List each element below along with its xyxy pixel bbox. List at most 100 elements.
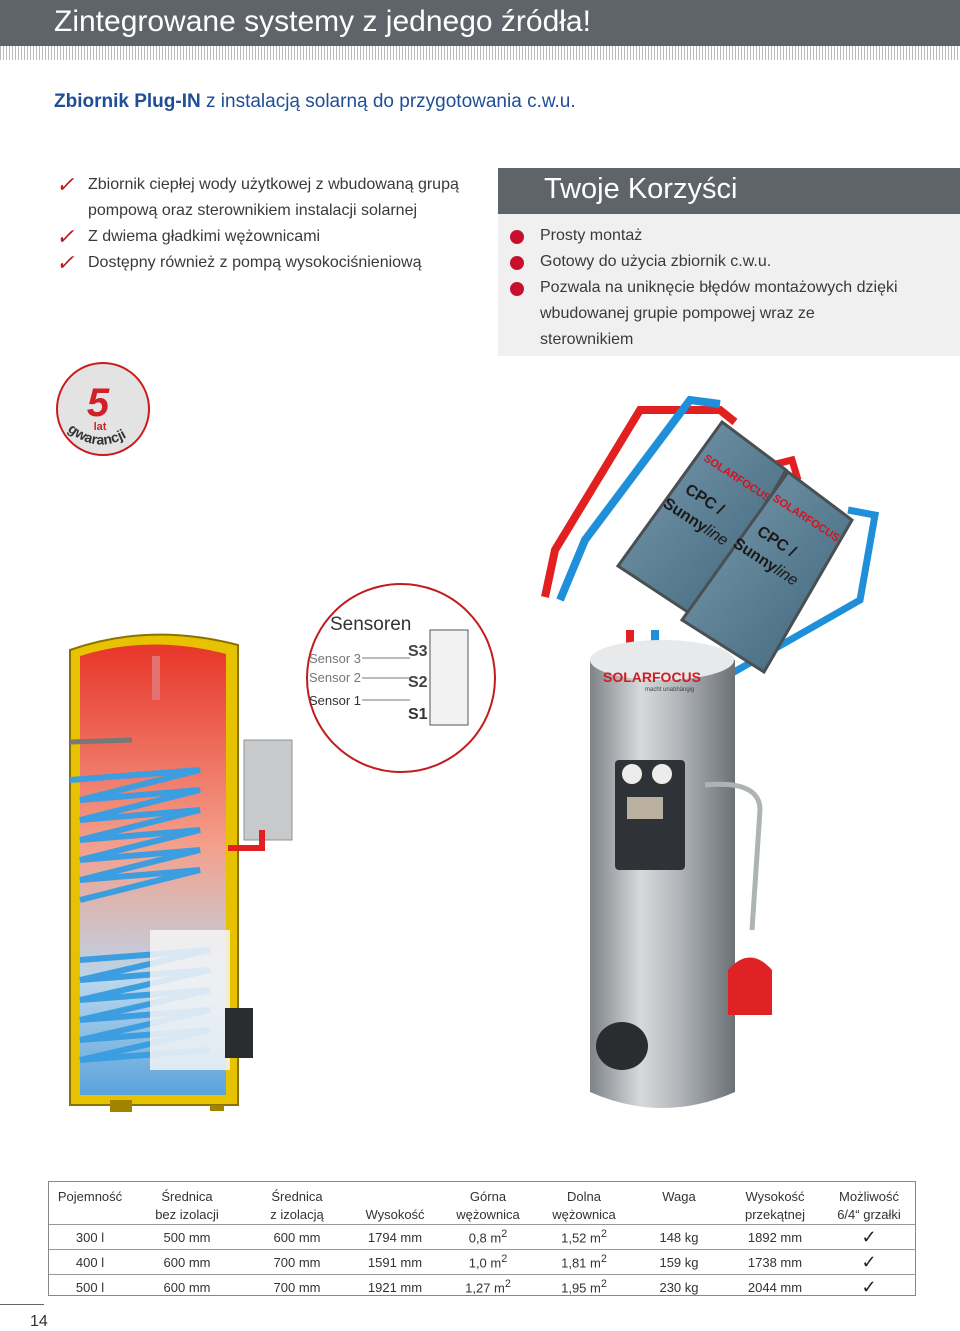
col-header-diameter-insulated: Średnica z izolacją [243, 1182, 351, 1225]
check-icon: ✓ [823, 1249, 915, 1275]
col-header-line: Waga [662, 1189, 696, 1204]
cell-upper-coil: 0,8 m2 [439, 1224, 537, 1250]
area-exponent: 2 [501, 1253, 508, 1266]
feature-text: Zbiornik ciepłej wody użytkowej z wbudow… [88, 176, 459, 219]
tank-brand: SOLARFOCUS [603, 669, 701, 685]
col-header-line: Średnica [161, 1189, 213, 1204]
specs-table: Pojemność Średnica bez izolacji Średnica z… [48, 1181, 916, 1299]
benefit-item: Pozwala na uniknęcie błędów montażowych … [540, 279, 898, 348]
warranty-seal [56, 362, 150, 456]
col-header-upper-coil: Górna wężownica [439, 1182, 537, 1225]
check-icon: ✓ [56, 172, 75, 197]
table-header-row: Pojemność Średnica bez izolacji Średnica z… [49, 1182, 915, 1225]
tank-tagline: macht unabhängig [645, 687, 694, 693]
col-header-line: Wysokość [365, 1207, 425, 1222]
cell-tilt-height: 2044 mm [727, 1274, 823, 1299]
bullet-icon [510, 230, 524, 244]
cell-upper-coil: 1,0 m2 [439, 1249, 537, 1275]
cell-upper-coil: 1,27 m2 [439, 1274, 537, 1299]
area-exponent: 2 [504, 1278, 511, 1291]
table-row: 400 l 600 mm 700 mm 1591 mm 1,0 m2 1,81 … [49, 1249, 915, 1275]
bullet-icon [510, 256, 524, 270]
cell-tilt-height: 1738 mm [727, 1249, 823, 1275]
cell-diameter-bare: 600 mm [131, 1249, 243, 1275]
table-row: 300 l 500 mm 600 mm 1794 mm 0,8 m2 1,52 … [49, 1224, 915, 1250]
benefits-title: Twoje Korzyści [544, 173, 738, 205]
warranty-unit: lat [94, 421, 107, 433]
sensor-terminal: S1 [408, 706, 428, 723]
benefit-item: Prosty montaż [540, 227, 643, 244]
col-header-tilt-height: Wysokość przekątnej [727, 1182, 823, 1225]
col-header-diameter-bare: Średnica bez izolacji [131, 1182, 243, 1225]
sensor-terminal: S2 [408, 674, 428, 691]
cell-lower-coil: 1,52 m2 [537, 1224, 631, 1250]
col-header-heater-option: Możliwość 6/4“ grzałki [823, 1182, 915, 1225]
feature-text: Dostępny również z pompą wysokociśnienio… [88, 254, 422, 271]
table-row: 500 l 600 mm 700 mm 1921 mm 1,27 m2 1,95… [49, 1274, 915, 1299]
cell-height: 1591 mm [351, 1249, 439, 1275]
subtitle-description: z instalacją solarną do przygotowania c.… [200, 91, 576, 112]
cell-value: 1,81 m [561, 1255, 601, 1271]
cell-value: 1,27 m [465, 1280, 505, 1296]
col-header-height: Wysokość [351, 1182, 439, 1225]
check-icon: ✓ [56, 250, 75, 275]
sensor-label: Sensor 3 [309, 651, 361, 666]
benefit-item: Gotowy do użycia zbiornik c.w.u. [540, 253, 772, 270]
cell-diameter-insulated: 700 mm [243, 1274, 351, 1299]
col-header-lower-coil: Dolna wężownica [537, 1182, 631, 1225]
col-header-capacity: Pojemność [49, 1182, 131, 1225]
col-header-line: przekątnej [745, 1207, 805, 1222]
cell-height: 1921 mm [351, 1274, 439, 1299]
cell-tilt-height: 1892 mm [727, 1224, 823, 1250]
check-icon: ✓ [56, 224, 75, 249]
cell-height: 1794 mm [351, 1224, 439, 1250]
cell-diameter-insulated: 700 mm [243, 1249, 351, 1275]
col-header-line: wężownica [552, 1207, 616, 1222]
check-icon: ✓ [823, 1274, 915, 1299]
page-number: 14 [30, 1313, 48, 1330]
page-title: Zintegrowane systemy z jednego źródła! [54, 5, 591, 38]
warranty-years: 5 [87, 381, 110, 425]
col-header-line: z izolacją [270, 1207, 324, 1222]
col-header-line: bez izolacji [155, 1207, 219, 1222]
sensor-terminal: S3 [408, 643, 428, 660]
cell-weight: 148 kg [631, 1224, 727, 1250]
col-header-line: Wysokość [745, 1189, 805, 1204]
cold-pipe-return [718, 506, 880, 684]
area-exponent: 2 [600, 1278, 607, 1291]
bullet-icon [510, 282, 524, 296]
hot-pipe [541, 406, 738, 598]
cell-value: 1,95 m [561, 1280, 601, 1296]
cell-weight: 230 kg [631, 1274, 727, 1299]
col-header-line: Możliwość [839, 1189, 899, 1204]
cell-lower-coil: 1,95 m2 [537, 1274, 631, 1299]
col-header-weight: Waga [631, 1182, 727, 1225]
cell-capacity: 300 l [49, 1224, 131, 1250]
sensor-label: Sensor 2 [309, 670, 361, 685]
cell-diameter-insulated: 600 mm [243, 1224, 351, 1250]
cell-value: 0,8 m [468, 1230, 502, 1246]
check-icon: ✓ [823, 1224, 915, 1250]
sensor-callout: Sensoren Sensor 3 Sensor 2 Sensor 1 S3 S… [306, 583, 496, 773]
cell-value: 1,52 m [561, 1230, 601, 1246]
area-exponent: 2 [501, 1228, 508, 1241]
cell-value: 1,0 m [468, 1255, 502, 1271]
header-dotted-rule [0, 46, 960, 60]
area-exponent: 2 [600, 1228, 607, 1241]
col-header-line: Górna [469, 1189, 507, 1204]
cell-capacity: 500 l [49, 1274, 131, 1299]
tank-complete: SOLARFOCUS macht unabhängig [590, 640, 772, 1108]
system-illustration: SOLARFOCUS CPC / Sunnyline SOLARFOCUS CP… [69, 395, 880, 1112]
page-number-rule [0, 1304, 44, 1305]
benefits-header [498, 168, 960, 214]
col-header-line: 6/4“ grzałki [837, 1207, 901, 1222]
col-header-line: Dolna [567, 1189, 601, 1204]
area-exponent: 2 [600, 1253, 607, 1266]
sensor-callout-title: Sensoren [330, 614, 411, 635]
cell-diameter-bare: 500 mm [131, 1224, 243, 1250]
cell-diameter-bare: 600 mm [131, 1274, 243, 1299]
cell-lower-coil: 1,81 m2 [537, 1249, 631, 1275]
col-header-line: Średnica [271, 1189, 323, 1204]
col-header-line: wężownica [456, 1207, 520, 1222]
header-bar [0, 0, 960, 46]
